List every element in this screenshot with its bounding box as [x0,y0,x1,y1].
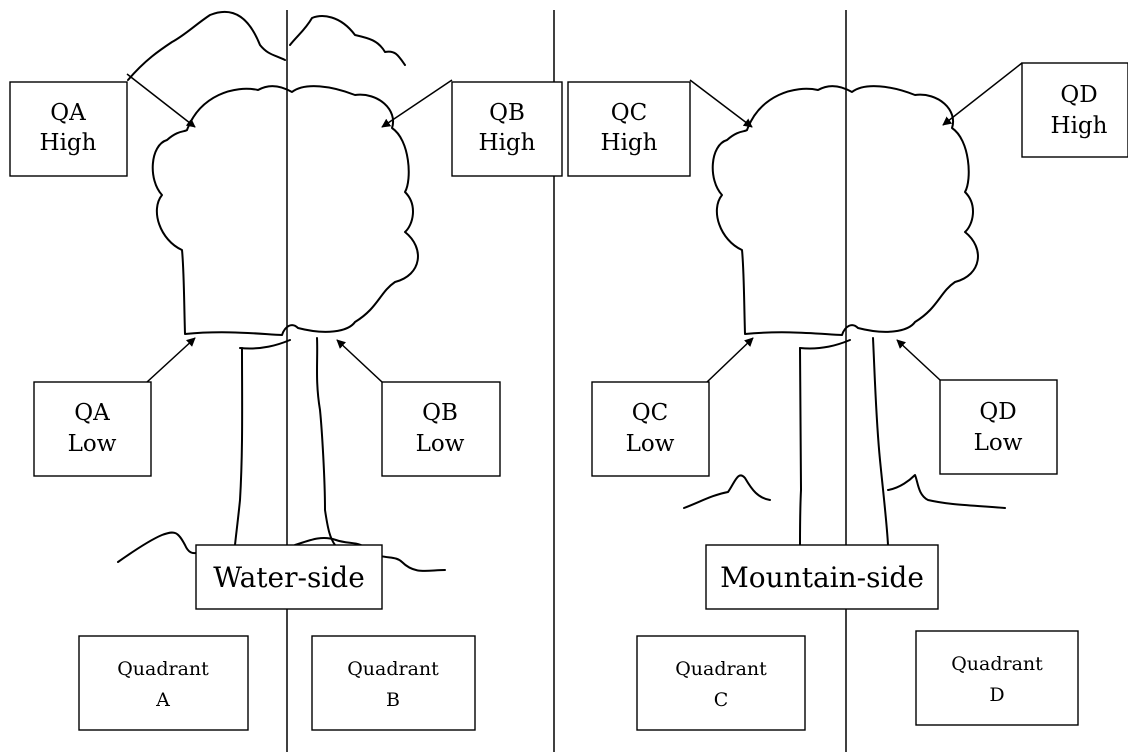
svg-text:QD: QD [1060,82,1097,108]
qc-low-line2: Low [626,431,675,457]
svg-text:C: C [714,689,729,711]
mountain-side-tree-trunk-left [799,347,802,546]
arrow-qb-high [381,79,453,128]
svg-text:QD: QD [979,399,1016,425]
svg-text:QB: QB [422,400,458,426]
mountain-side-tree-canopy [711,85,979,336]
svg-text:Low: Low [974,430,1023,456]
svg-text:Quadrant: Quadrant [951,653,1043,675]
mountain-side-trunk-top [799,339,851,350]
arrow-qd-high [942,62,1023,126]
svg-text:Quadrant: Quadrant [117,658,209,680]
quadrant-c-line2: C [714,689,729,711]
qc-low-line1: QC [632,400,668,426]
qd-low-line1: QD [979,399,1016,425]
quadrant-d-box: Quadrant D [915,630,1079,726]
qc-high-box: QC High [567,81,691,177]
svg-text:Low: Low [68,431,117,457]
qd-high-box: QD High [1021,62,1128,158]
quadrant-b-line1: Quadrant [347,658,439,680]
arrow-qa-high [126,73,196,128]
svg-text:B: B [386,689,400,711]
quadrant-a-line2: A [155,689,170,711]
qa-low-line1: QA [74,400,110,426]
svg-text:Mountain-side: Mountain-side [720,561,924,594]
water-side-upper-squiggle-right [289,15,406,66]
svg-text:High: High [479,130,536,156]
qb-low-line2: Low [416,431,465,457]
qd-low-box: QD Low [939,379,1058,475]
qd-high-line2: High [1051,113,1108,139]
quadrant-b-box: Quadrant B [311,635,476,731]
svg-text:Quadrant: Quadrant [675,658,767,680]
qa-high-line2: High [40,130,97,156]
qa-low-box: QA Low [33,381,152,477]
svg-text:High: High [40,130,97,156]
water-side-ground-left [117,531,201,563]
qb-low-box: QB Low [381,381,501,477]
arrow-qb-low [336,339,383,383]
quadrant-d-line2: D [989,684,1004,706]
svg-text:QA: QA [50,100,86,126]
mountain-side-box: Mountain-side [705,544,939,610]
qc-high-line1: QC [611,100,647,126]
qa-high-line1: QA [50,100,86,126]
arrow-qc-high [689,79,753,128]
mountain-side-tree-drawing [683,85,1006,546]
water-side-tree-trunk-left [234,347,244,546]
quadrant-a-line1: Quadrant [117,658,209,680]
water-side-trunk-top [239,339,291,350]
svg-text:QC: QC [611,100,647,126]
quadrant-b-line2: B [386,689,400,711]
qa-low-line2: Low [68,431,117,457]
water-side-tree-canopy [151,85,419,336]
svg-text:Water-side: Water-side [213,561,365,594]
svg-text:QB: QB [489,100,525,126]
svg-text:QA: QA [74,400,110,426]
water-side-upper-squiggle-left [127,10,286,81]
svg-text:High: High [601,130,658,156]
svg-text:QC: QC [632,400,668,426]
qd-low-line2: Low [974,430,1023,456]
water-side-tree-drawing [117,10,446,572]
qb-high-line2: High [479,130,536,156]
quadrant-a-box: Quadrant A [78,635,249,731]
quadrant-c-box: Quadrant C [636,635,806,731]
qb-high-box: QB High [451,81,563,177]
svg-text:Low: Low [626,431,675,457]
svg-text:Low: Low [416,431,465,457]
quadrant-c-line1: Quadrant [675,658,767,680]
water-side-tree-trunk-right [316,337,336,546]
svg-text:Quadrant: Quadrant [347,658,439,680]
mountain-side-ground-right [887,474,1006,509]
quadrant-d-line1: Quadrant [951,653,1043,675]
svg-text:High: High [1051,113,1108,139]
water-side-label: Water-side [213,561,365,594]
arrow-qd-low [896,339,941,381]
arrows [126,62,1023,383]
arrow-qc-low [706,337,754,383]
qc-low-box: QC Low [591,381,710,477]
qa-high-box: QA High [9,81,128,177]
water-side-box: Water-side [195,544,383,610]
mountain-side-label: Mountain-side [720,561,924,594]
qb-low-line1: QB [422,400,458,426]
svg-text:D: D [989,684,1004,706]
mountain-side-ground-left [683,474,771,509]
mountain-side-tree-trunk-right [872,337,889,546]
qd-high-line1: QD [1060,82,1097,108]
arrow-qa-low [146,337,196,383]
qc-high-line2: High [601,130,658,156]
svg-text:A: A [155,689,170,711]
qb-high-line1: QB [489,100,525,126]
